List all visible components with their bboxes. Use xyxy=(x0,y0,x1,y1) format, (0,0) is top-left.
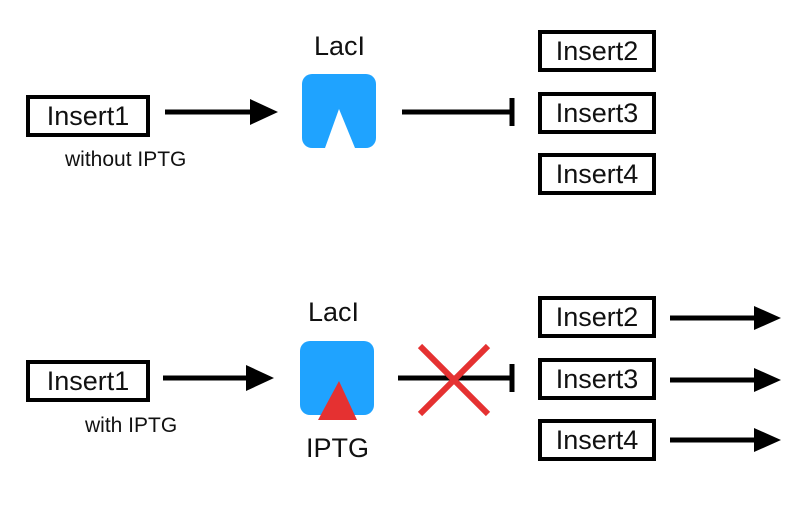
top-insert3-box: Insert3 xyxy=(538,92,656,134)
bottom-insert2-box: Insert2 xyxy=(538,296,656,338)
output-arrow-insert2 xyxy=(670,306,781,330)
bottom-insert3-box: Insert3 xyxy=(538,358,656,400)
output-arrow-insert4 xyxy=(670,428,781,452)
top-condition-label: without IPTG xyxy=(65,148,187,171)
output-arrow-insert3 xyxy=(670,368,781,392)
bottom-iptg-label: IPTG xyxy=(306,433,370,463)
bottom-insert4-label: Insert4 xyxy=(555,424,639,455)
top-insert1-box: Insert1 xyxy=(26,95,150,137)
top-laci-repressor-icon xyxy=(302,74,376,148)
top-insert2-box: Insert2 xyxy=(538,30,656,72)
bottom-laci-label: LacI xyxy=(308,297,360,327)
bottom-insert1-label: Insert1 xyxy=(46,365,130,396)
bottom-laci-iptg-complex-icon xyxy=(300,341,374,420)
top-insert1-label: Insert1 xyxy=(46,100,130,131)
bottom-insert1-box: Insert1 xyxy=(26,360,150,402)
top-laci-label: LacI xyxy=(314,31,366,61)
top-insert4-box: Insert4 xyxy=(538,153,656,195)
top-insert2-label: Insert2 xyxy=(555,35,639,66)
cross-mark-icon xyxy=(417,343,491,417)
iptg-triangle-icon xyxy=(318,381,357,420)
bottom-condition-label: with IPTG xyxy=(85,414,178,437)
bottom-insert3-label: Insert3 xyxy=(555,363,639,394)
bottom-insert4-box: Insert4 xyxy=(538,419,656,461)
top-insert4-label: Insert4 xyxy=(555,158,639,189)
top-activation-arrow xyxy=(165,99,278,125)
bottom-activation-arrow xyxy=(163,365,274,391)
bottom-insert2-label: Insert2 xyxy=(555,301,639,332)
top-insert3-label: Insert3 xyxy=(555,97,639,128)
top-inhibition-line xyxy=(402,98,515,126)
